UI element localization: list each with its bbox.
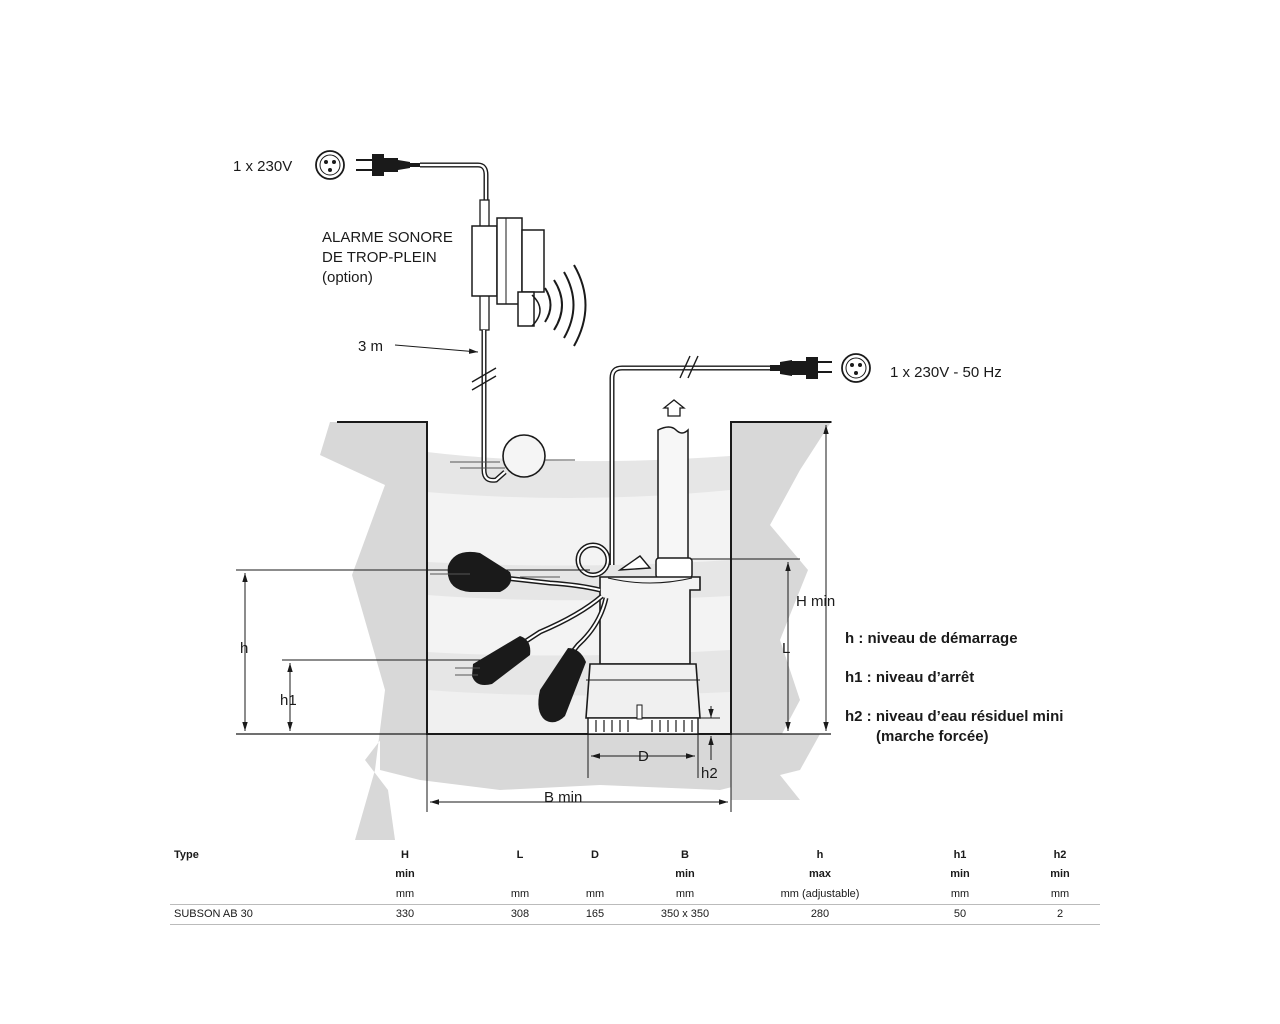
alarm-cable <box>420 162 489 200</box>
col-header: B <box>681 848 689 861</box>
table-row: SUBSON AB 30 330 308 165 350 x 350 280 5… <box>170 903 1100 925</box>
table-cell: 350 x 350 <box>630 903 740 925</box>
dim-h1-label: h1 <box>280 692 297 709</box>
spec-table: Type H L D B h h1 h2 min min max min min… <box>170 845 1100 925</box>
col-header: H <box>401 848 409 861</box>
col-header: h <box>816 848 824 861</box>
dim-l-label: L <box>782 640 790 657</box>
sound-waves-icon <box>544 264 587 347</box>
col-header: D <box>591 848 599 861</box>
col-unit: mm <box>1050 887 1070 900</box>
float-lower <box>538 648 586 723</box>
table-cell: SUBSON AB 30 <box>170 903 330 925</box>
legend-h: h : niveau de démarrage <box>845 630 1018 647</box>
dimension-lines <box>236 344 832 812</box>
soil-right <box>731 422 831 800</box>
col-unit: mm (adjustable) <box>780 887 860 900</box>
alarm-float-ball <box>502 434 546 478</box>
table-cell: 330 <box>330 903 480 925</box>
col-subheader: min <box>675 868 695 881</box>
discharge-pipe <box>657 426 689 560</box>
dim-b-min-label: B min <box>544 789 582 806</box>
col-unit: mm <box>395 887 415 900</box>
float-cable-lower-inner <box>569 597 607 656</box>
col-unit: mm <box>675 887 695 900</box>
col-unit: mm <box>585 887 605 900</box>
col-header: h2 <box>1053 848 1067 861</box>
float-upper <box>447 551 512 592</box>
pump-power-label: 1 x 230V - 50 Hz <box>890 364 1002 381</box>
table-cell: 165 <box>560 903 630 925</box>
dim-h2-label: h2 <box>701 765 718 782</box>
pump-body <box>575 542 701 735</box>
float-cable-middle-inner <box>519 595 603 646</box>
col-subheader: min <box>950 868 970 881</box>
cable-length-label: 3 m <box>358 338 383 355</box>
dim-d-label: D <box>638 748 649 765</box>
water-ripples <box>450 459 575 469</box>
soil-left <box>320 422 426 840</box>
col-subheader: min <box>395 868 415 881</box>
col-unit: mm <box>510 887 530 900</box>
col-unit <box>170 884 330 904</box>
dim-h-min-label: H min <box>796 593 835 610</box>
alarm-power-label: 1 x 230V <box>233 158 292 175</box>
col-header: h1 <box>953 848 967 861</box>
table-cell: 280 <box>740 903 900 925</box>
alarm-socket-icon <box>315 150 345 180</box>
legend-h2-line2: (marche forcée) <box>876 728 989 745</box>
col-subheader: min <box>1050 868 1070 881</box>
col-subheader <box>170 865 330 885</box>
col-header: L <box>516 848 524 861</box>
pump-cable-inner <box>610 366 770 565</box>
pipe-coupling <box>655 557 693 579</box>
cable-break-icon <box>679 355 699 379</box>
dim-h-label: h <box>240 640 248 657</box>
alarm-plug-icon <box>356 154 420 176</box>
alarm-float-cable-inner <box>482 330 506 482</box>
alarm-label-line2: DE TROP-PLEIN <box>322 249 437 266</box>
alarm-box-icon <box>471 199 545 331</box>
alarm-label-line1: ALARME SONORE <box>322 229 453 246</box>
table-cell: 2 <box>1020 903 1100 925</box>
table-cell: 308 <box>480 903 560 925</box>
col-subheader <box>480 865 560 885</box>
table-header-row: Type H L D B h h1 h2 <box>170 845 1100 865</box>
col-header: Type <box>174 848 199 861</box>
table-unit-row: mm mm mm mm mm (adjustable) mm mm <box>170 884 1100 904</box>
flow-arrow-icon <box>662 399 686 417</box>
pump-plug-icon <box>770 357 832 379</box>
alarm-label-line3: (option) <box>322 269 373 286</box>
table-cell: 50 <box>900 903 1020 925</box>
legend-h2-line1: h2 : niveau d’eau résiduel mini <box>845 708 1063 725</box>
pump-socket-icon <box>841 353 871 383</box>
float-cable-upper-inner <box>504 577 601 591</box>
pump-installation-diagram: 1 x 230V ALARME SONORE DE TROP-PLEIN (op… <box>233 150 1063 840</box>
cable-break-icon <box>471 367 497 391</box>
legend-h1: h1 : niveau d’arrêt <box>845 669 974 686</box>
water-ripples <box>430 573 560 676</box>
alarm-cable-inner <box>420 163 488 200</box>
soil-bottom <box>380 734 820 790</box>
table-header-row: min min max min min <box>170 865 1100 885</box>
water-band-1 <box>427 490 730 566</box>
col-subheader: max <box>808 868 832 881</box>
col-unit: mm <box>950 887 970 900</box>
col-subheader <box>560 865 630 885</box>
